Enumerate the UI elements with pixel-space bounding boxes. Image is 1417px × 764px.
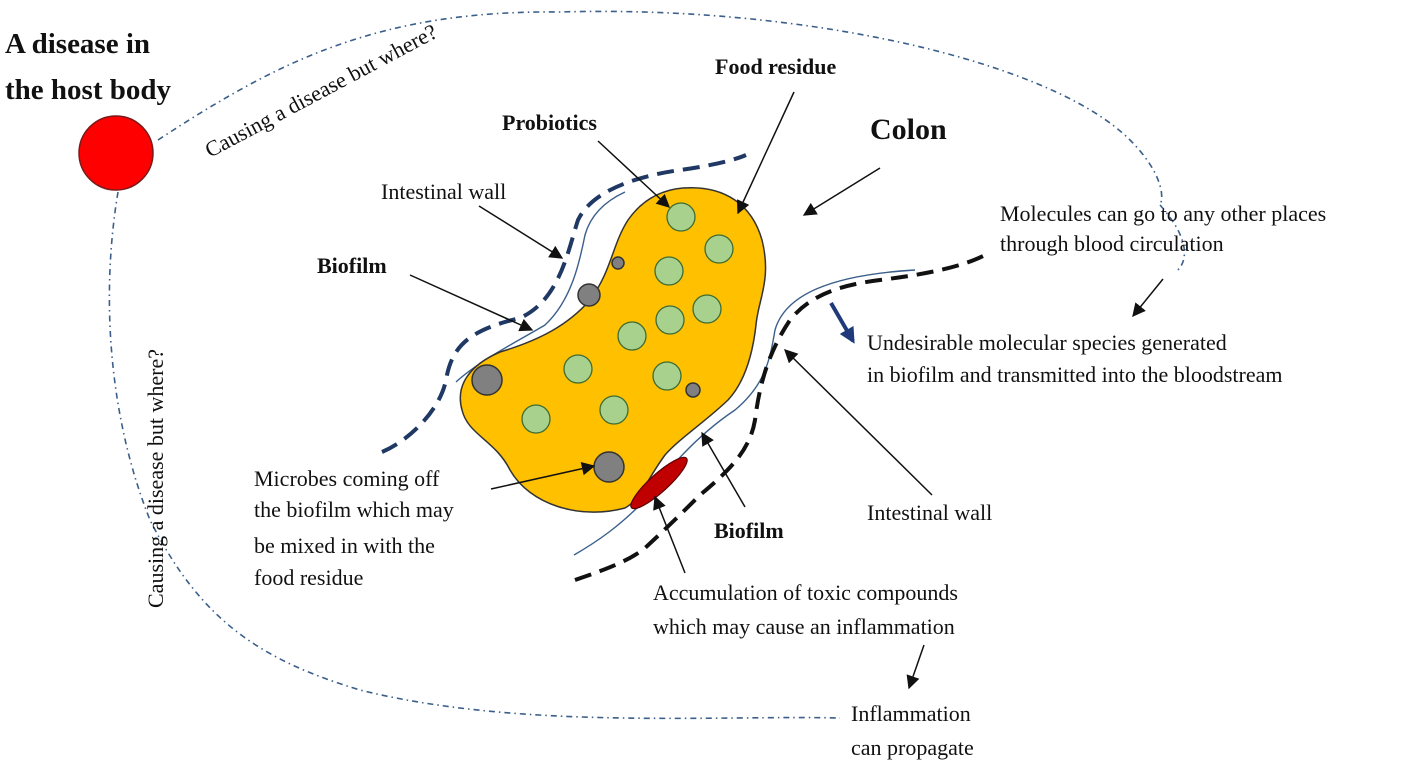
inflammation-line-2: can propagate bbox=[851, 735, 974, 760]
lower-wall-line bbox=[573, 269, 916, 556]
lower-wall-dashed bbox=[574, 253, 986, 582]
microbes-line-2: the biofilm which may bbox=[254, 497, 454, 522]
microbes-line-4: food residue bbox=[254, 565, 363, 590]
disease-circle bbox=[78, 115, 154, 191]
molecules-line-2: through blood circulation bbox=[1000, 231, 1224, 256]
microbes-group bbox=[471, 256, 701, 483]
causing-label-top: Causing a disease but where? bbox=[201, 19, 441, 163]
causing-label-left: Causing a disease but where? bbox=[143, 349, 168, 608]
upper-wall-dashed bbox=[381, 153, 747, 454]
intestinal-wall-top-label: Intestinal wall bbox=[381, 179, 506, 204]
molecules-line-1: Molecules can go to any other places bbox=[1000, 201, 1326, 226]
accumulation-line-1: Accumulation of toxic compounds bbox=[653, 580, 958, 605]
host-body-outline bbox=[108, 10, 1186, 720]
pointer-arrows bbox=[409, 91, 1164, 690]
colon-label: Colon bbox=[870, 113, 947, 146]
biofilm-bottom-label: Biofilm bbox=[714, 518, 784, 543]
microbes-line-3: be mixed in with the bbox=[254, 533, 435, 558]
probiotics-group bbox=[521, 202, 734, 434]
inflammation-line-1: Inflammation bbox=[851, 701, 971, 726]
biofilm-ellipse bbox=[630, 456, 688, 510]
undesirable-line-2: in biofilm and transmitted into the bloo… bbox=[867, 362, 1283, 387]
biofilm-top-label: Biofilm bbox=[317, 253, 387, 278]
transmit-arrow bbox=[829, 301, 855, 344]
food-residue-label: Food residue bbox=[715, 54, 836, 79]
microbes-line-1: Microbes coming off bbox=[254, 466, 440, 491]
title-line-2: the host body bbox=[5, 74, 171, 106]
probiotics-label: Probiotics bbox=[502, 110, 597, 135]
accumulation-line-2: which may cause an inflammation bbox=[653, 614, 955, 639]
intestinal-wall-bottom-label: Intestinal wall bbox=[867, 500, 992, 525]
undesirable-line-1: Undesirable molecular species generated bbox=[867, 330, 1227, 355]
title-line-1: A disease in bbox=[5, 28, 150, 60]
